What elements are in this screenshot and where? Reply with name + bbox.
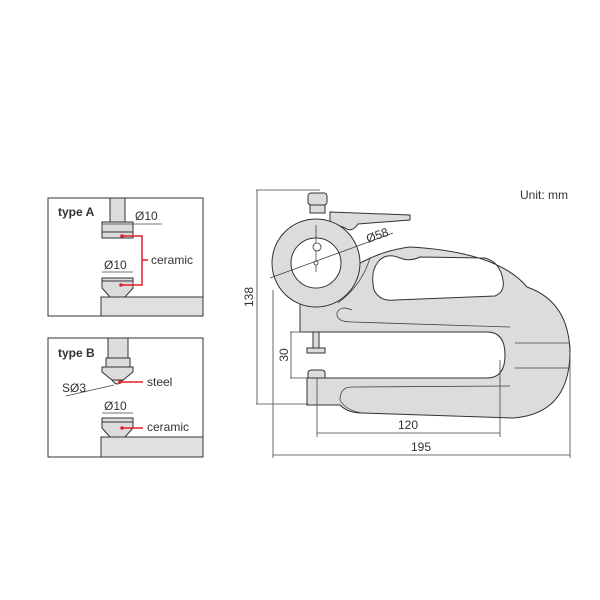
type-a-panel: type A Ø10 Ø10 ceramic [47, 197, 204, 317]
unit-label: Unit: mm [520, 188, 568, 202]
gauge-frame [299, 246, 571, 419]
dim-depth: 120 [398, 418, 418, 432]
knob [307, 192, 328, 206]
type-b-panel: type B steel SØ3 Ø10 ceramic [47, 337, 204, 458]
lift-lever [329, 211, 411, 231]
type-b-bottom-diameter: Ø10 [104, 399, 127, 413]
base-plate [100, 296, 204, 317]
upper-anvil [101, 231, 134, 239]
type-b-tip: SØ3 [62, 381, 86, 395]
dim-height: 138 [242, 287, 256, 307]
type-b-tip-material: steel [147, 375, 172, 389]
lower-anvil-main [307, 369, 326, 379]
upper-anvil-main [306, 347, 326, 354]
type-b-title: type B [58, 346, 95, 360]
dim-gap: 30 [277, 348, 291, 362]
dim-dial-diameter: Ø58 [364, 225, 390, 246]
dim-length: 195 [411, 440, 431, 454]
type-b-bottom-material: ceramic [147, 420, 189, 434]
type-a-title: type A [58, 205, 95, 219]
gauge-drawing: Unit: mm 138 30 120 [242, 188, 571, 458]
type-a-top-diameter: Ø10 [135, 209, 158, 223]
spindle-stem [109, 197, 126, 223]
type-a-material: ceramic [151, 253, 193, 267]
type-a-bottom-diameter: Ø10 [104, 258, 127, 272]
